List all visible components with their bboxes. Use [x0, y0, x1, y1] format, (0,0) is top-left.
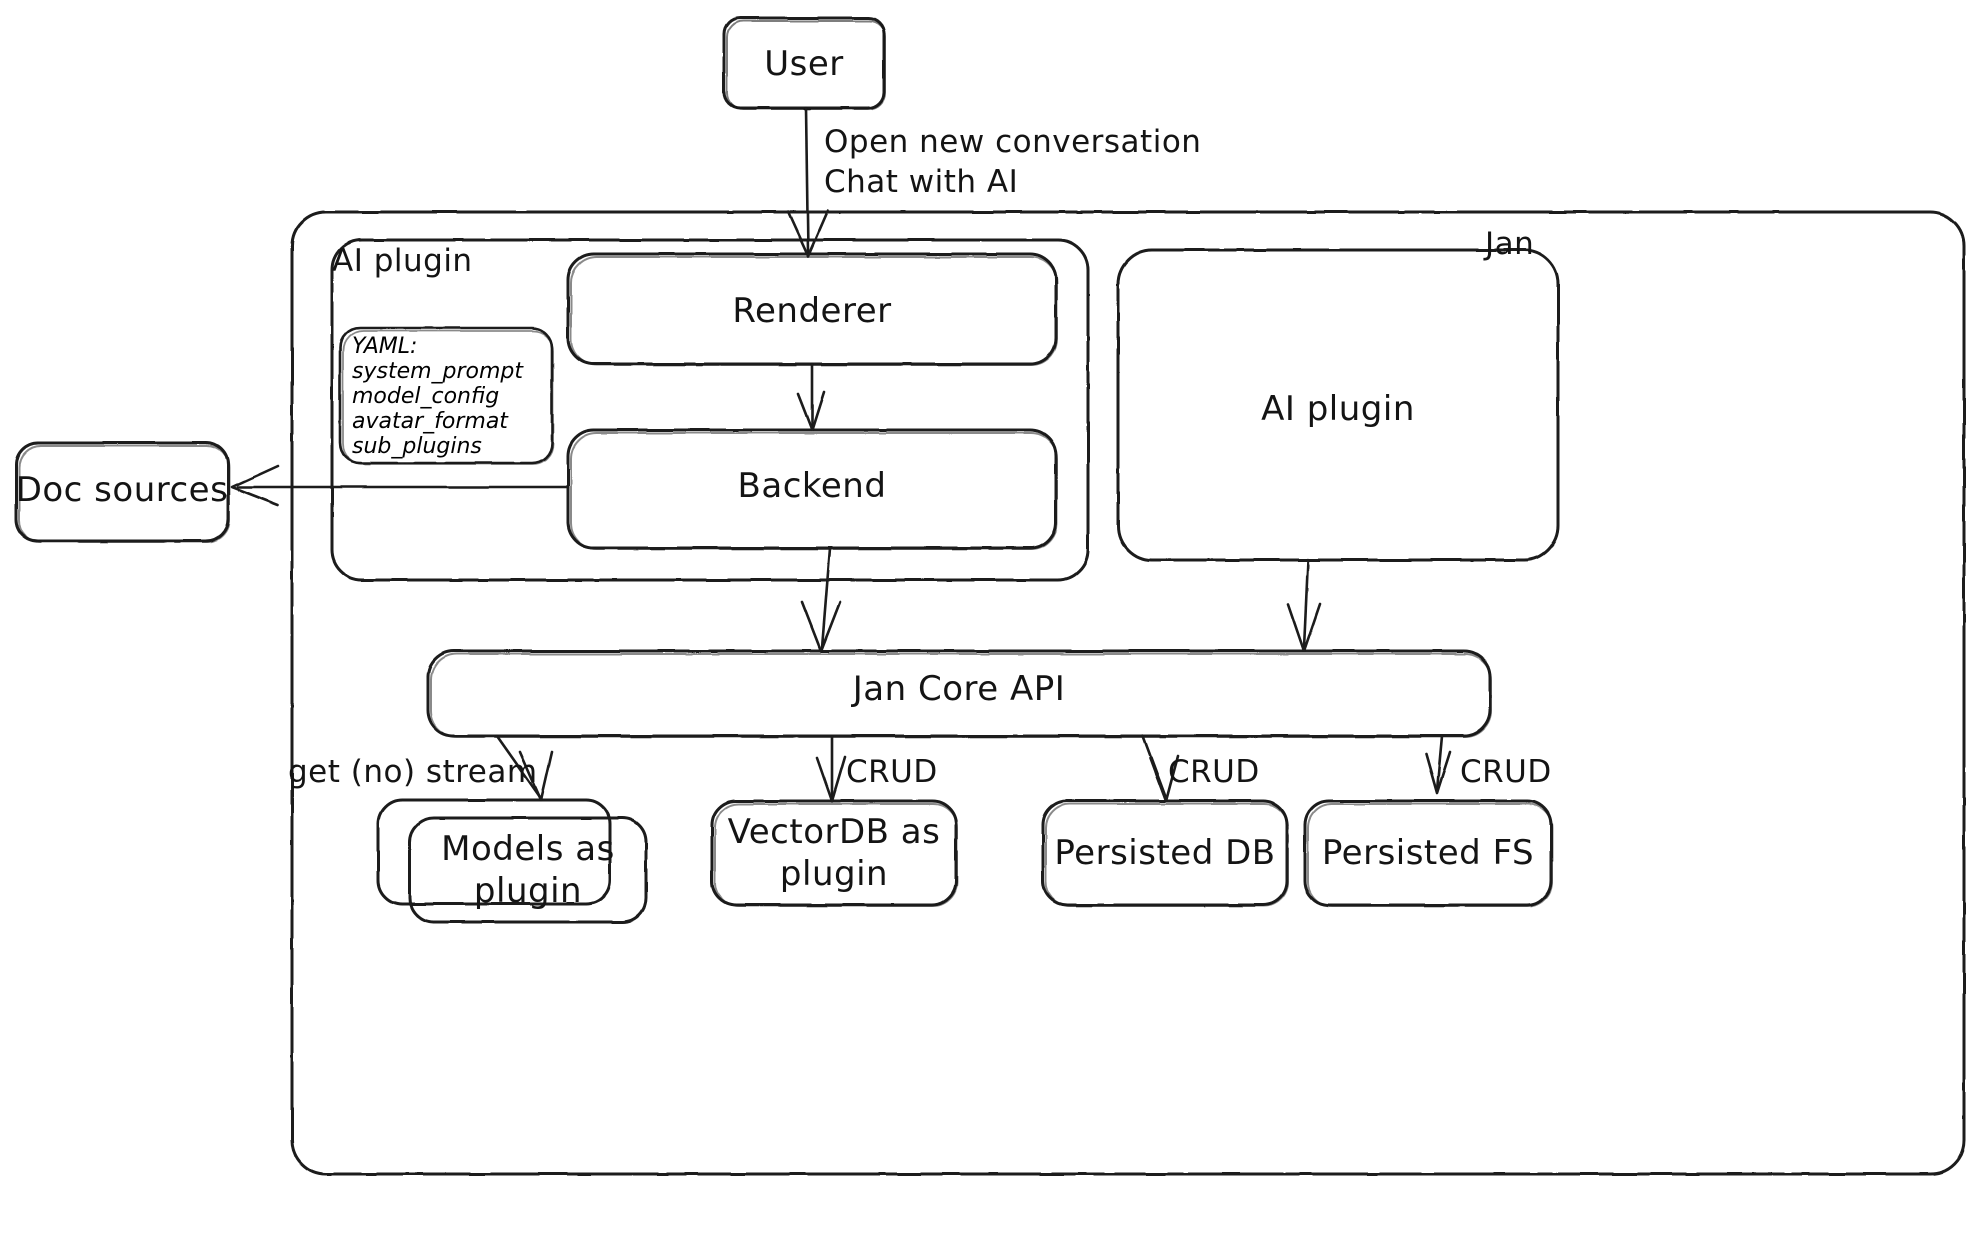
node-doc-sources[interactable]: Doc sources	[15, 470, 229, 510]
yaml-note-item-2: avatar_format	[352, 409, 508, 434]
yaml-note: YAML: system_prompt model_config avatar_…	[352, 334, 552, 459]
edge-label-crud-persisted-fs: CRUD	[1460, 754, 1552, 790]
node-persisted-fs[interactable]: Persisted FS	[1321, 833, 1535, 873]
edge-label-user-to-renderer: Open new conversation Chat with AI	[824, 124, 1202, 200]
node-ai-plugin[interactable]: AI plugin	[1261, 389, 1415, 429]
yaml-note-item-1: model_config	[352, 384, 500, 409]
node-jan-core-api[interactable]: Jan Core API	[852, 669, 1066, 709]
node-vectordb-as-plugin[interactable]: VectorDB as plugin	[727, 812, 941, 894]
node-persisted-db[interactable]: Persisted DB	[1054, 833, 1276, 873]
edge-label-get-no-stream: get (no) stream	[288, 754, 538, 790]
edge-label-crud-vectordb: CRUD	[846, 754, 938, 790]
edge-label-crud-persisted-db: CRUD	[1168, 754, 1260, 790]
yaml-note-item-3: sub_plugins	[352, 434, 482, 459]
yaml-note-heading: YAML:	[352, 334, 418, 359]
container-label-jan: Jan	[1485, 226, 1535, 262]
node-backend[interactable]: Backend	[737, 466, 887, 506]
container-label-ai-plugin: AI plugin	[332, 243, 473, 279]
node-user[interactable]: User	[764, 44, 844, 84]
node-renderer[interactable]: Renderer	[732, 291, 892, 331]
yaml-note-item-0: system_prompt	[352, 359, 524, 384]
node-models-as-plugin[interactable]: Models as plugin	[441, 829, 615, 911]
